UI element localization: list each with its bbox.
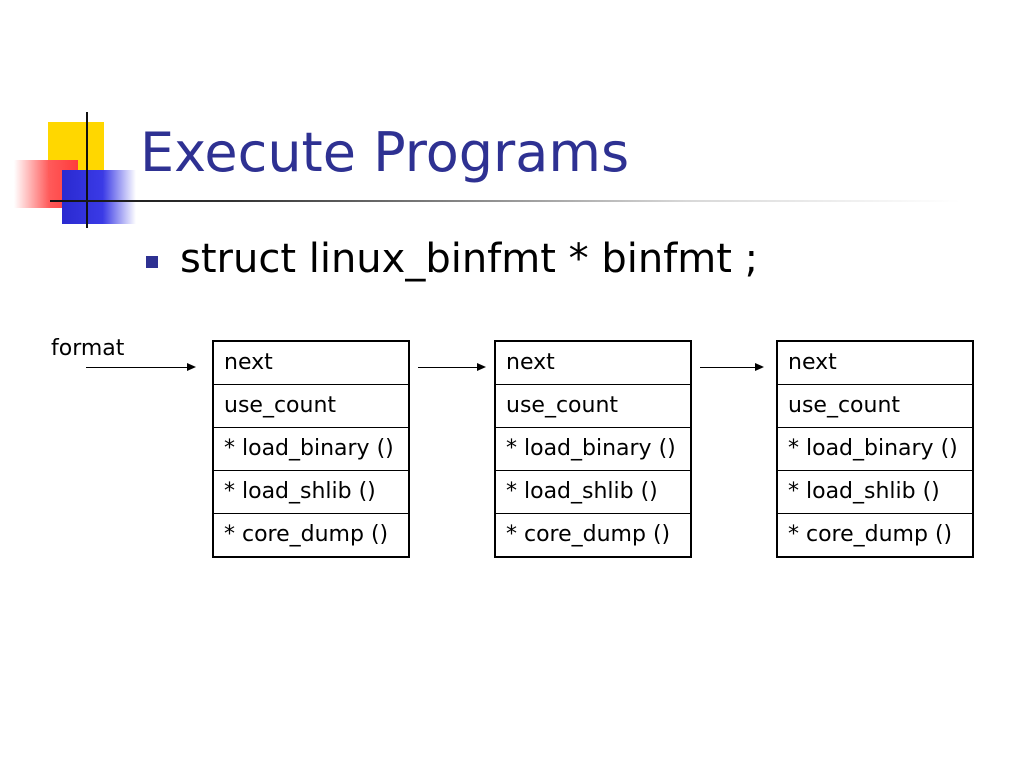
- arrow-head-icon: [477, 363, 486, 371]
- field-core-dump: * core_dump (): [778, 513, 972, 556]
- field-next: next: [788, 350, 837, 375]
- field-load-binary: * load_binary (): [778, 427, 972, 470]
- field-use-count: use_count: [778, 384, 972, 427]
- field-load-shlib: * load_shlib (): [496, 470, 690, 513]
- logo-blue-square: [62, 170, 136, 224]
- struct-box-3: next use_count * load_binary () * load_s…: [776, 340, 974, 558]
- field-use-count: use_count: [214, 384, 408, 427]
- arrow-head-icon: [187, 363, 196, 371]
- field-load-shlib: * load_shlib (): [778, 470, 972, 513]
- field-core-dump: * core_dump (): [496, 513, 690, 556]
- struct-box-1: next use_count * load_binary () * load_s…: [212, 340, 410, 558]
- bullet-text: struct linux_binfmt * binfmt ;: [180, 236, 759, 282]
- bullet-item: struct linux_binfmt * binfmt ;: [146, 236, 758, 282]
- field-load-binary: * load_binary (): [496, 427, 690, 470]
- field-next: next: [224, 350, 273, 375]
- format-pointer-label: format: [51, 336, 125, 361]
- field-use-count: use_count: [496, 384, 690, 427]
- logo-vertical-line: [86, 112, 88, 228]
- arrow-head-icon: [755, 363, 764, 371]
- field-next: next: [506, 350, 555, 375]
- field-load-shlib: * load_shlib (): [214, 470, 408, 513]
- slide-title: Execute Programs: [140, 121, 630, 184]
- struct-box-2: next use_count * load_binary () * load_s…: [494, 340, 692, 558]
- bullet-square-icon: [146, 256, 158, 268]
- field-load-binary: * load_binary (): [214, 427, 408, 470]
- field-core-dump: * core_dump (): [214, 513, 408, 556]
- title-underline: [50, 200, 960, 202]
